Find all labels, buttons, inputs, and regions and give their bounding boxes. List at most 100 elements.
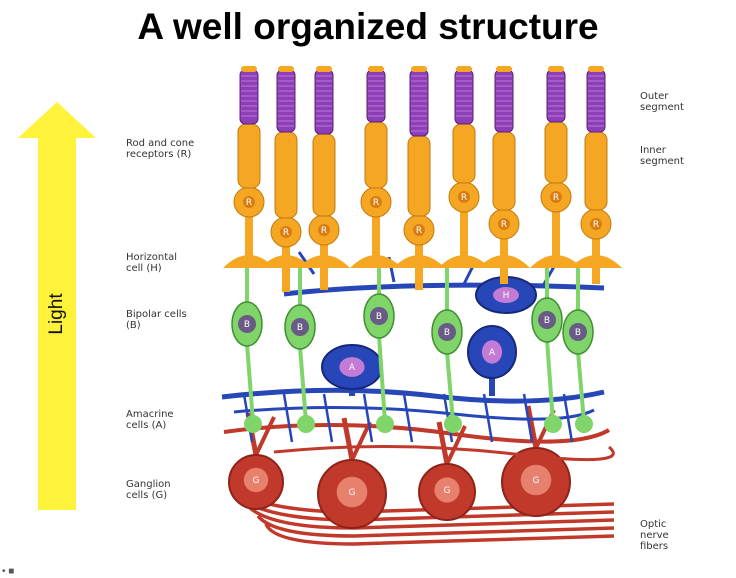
page-title: A well organized structure [137,6,599,47]
receptor-inner-segment [237,123,261,189]
receptor-tip [278,66,294,72]
bipolar-terminal [544,415,562,433]
bipolar-letter: B [244,320,250,330]
receptor-tip [496,66,512,72]
footer-mark: • ■ [2,566,15,577]
receptor-letter: R [461,193,467,203]
receptor-stem [460,197,468,257]
receptor-outer-segment [314,69,334,135]
bipolar-terminal [297,415,315,433]
ganglion-letter: G [349,488,356,498]
arrow-head [18,102,96,510]
receptor-stem [552,197,560,257]
label-horizontal-cell: Horizontal cell (H) [126,252,178,274]
receptor-inner-segment [364,121,388,189]
amacrine-branch [362,393,374,443]
bipolar-axon [445,351,455,423]
receptor-nucleus [370,196,382,208]
ganglion-nucleus [520,464,552,496]
receptor-letter: R [246,198,252,208]
receptor-nucleus [318,224,330,236]
receptor-tip [368,66,384,72]
bipolar-terminal [575,415,593,433]
bipolar-nucleus [291,318,309,336]
ganglion-nucleus [336,476,368,508]
amacrine-branch [522,393,534,443]
amacrine-branch [322,393,334,443]
receptor-stem [245,202,253,262]
ganglion-letter: G [253,476,260,486]
ganglion-letter: G [444,486,451,496]
bipolar-axon [377,335,387,423]
receptor-stem [500,224,508,284]
bipolar-letter: B [575,328,581,338]
receptor-inner-segment [492,131,516,211]
receptor-stem [415,230,423,290]
amacrine-branch [282,393,294,443]
bipolar-letter: B [544,316,550,326]
horizontal-nucleus [493,287,519,303]
bipolar-axon [298,346,308,423]
receptor-inner-segment [274,131,298,219]
receptor-stem [592,224,600,284]
receptor-nucleus [243,196,255,208]
light-label: Light [46,293,67,335]
receptor-inner-segment [452,123,476,184]
ganglion-nucleus [434,477,460,503]
ganglion-dendrite [254,416,276,456]
receptor-tip [456,66,472,72]
receptor-inner-segment [407,135,431,217]
receptor-inner-segment [312,133,336,217]
ganglion-dendrite [350,421,372,461]
label-amacrine-cells: Amacrine cells (A) [126,409,174,431]
amacrine-nucleus [481,340,503,364]
receptor-nucleus [280,226,292,238]
amacrine-branch [482,393,494,443]
bipolar-nucleus [569,323,587,341]
receptor-stem [320,230,328,290]
receptor-letter: R [373,198,379,208]
receptor-tip [241,66,257,72]
label-ganglion-cells: Ganglion cells (G) [126,479,171,501]
receptor-letter: R [501,220,507,230]
receptor-nucleus [498,218,510,230]
receptor-tip [548,66,564,72]
receptor-tip [411,66,427,72]
amacrine-letter: A [489,348,496,358]
label-bipolar-cells: Bipolar cells (B) [126,309,187,331]
receptor-letter: R [321,226,327,236]
ganglion-letter: G [533,476,540,486]
bipolar-letter: B [444,328,450,338]
ganglion-nucleus [243,467,269,493]
horizontal-process [283,282,605,297]
bipolar-nucleus [538,311,556,329]
receptor-nucleus [458,191,470,203]
receptor-letter: R [416,226,422,236]
horizontal-letter: H [503,291,510,301]
bipolar-axon [245,343,255,423]
receptor-nucleus [590,218,602,230]
receptor-inner-segment [544,121,568,184]
bipolar-terminal [244,415,262,433]
receptor-tip [316,66,332,72]
receptor-nucleus [413,224,425,236]
optic-nerve-fiber [256,514,615,538]
amacrine-letter: A [349,363,356,373]
bipolar-axon [576,351,586,423]
bipolar-nucleus [438,323,456,341]
bipolar-axon [545,339,555,423]
receptor-inner-segment [584,131,608,211]
optic-nerve-fiber [264,523,615,546]
receptor-nucleus [550,191,562,203]
bipolar-nucleus [238,315,256,333]
bipolar-letter: B [297,323,303,333]
receptor-footplate [438,255,490,268]
bipolar-terminal [444,415,462,433]
label-rod-cone-receptors: Rod and cone receptors (R) [126,138,195,160]
receptor-letter: R [283,228,289,238]
ganglion-dendrite [445,425,467,465]
bipolar-nucleus [370,307,388,325]
receptor-stem [282,232,290,292]
receptor-tip [588,66,604,72]
